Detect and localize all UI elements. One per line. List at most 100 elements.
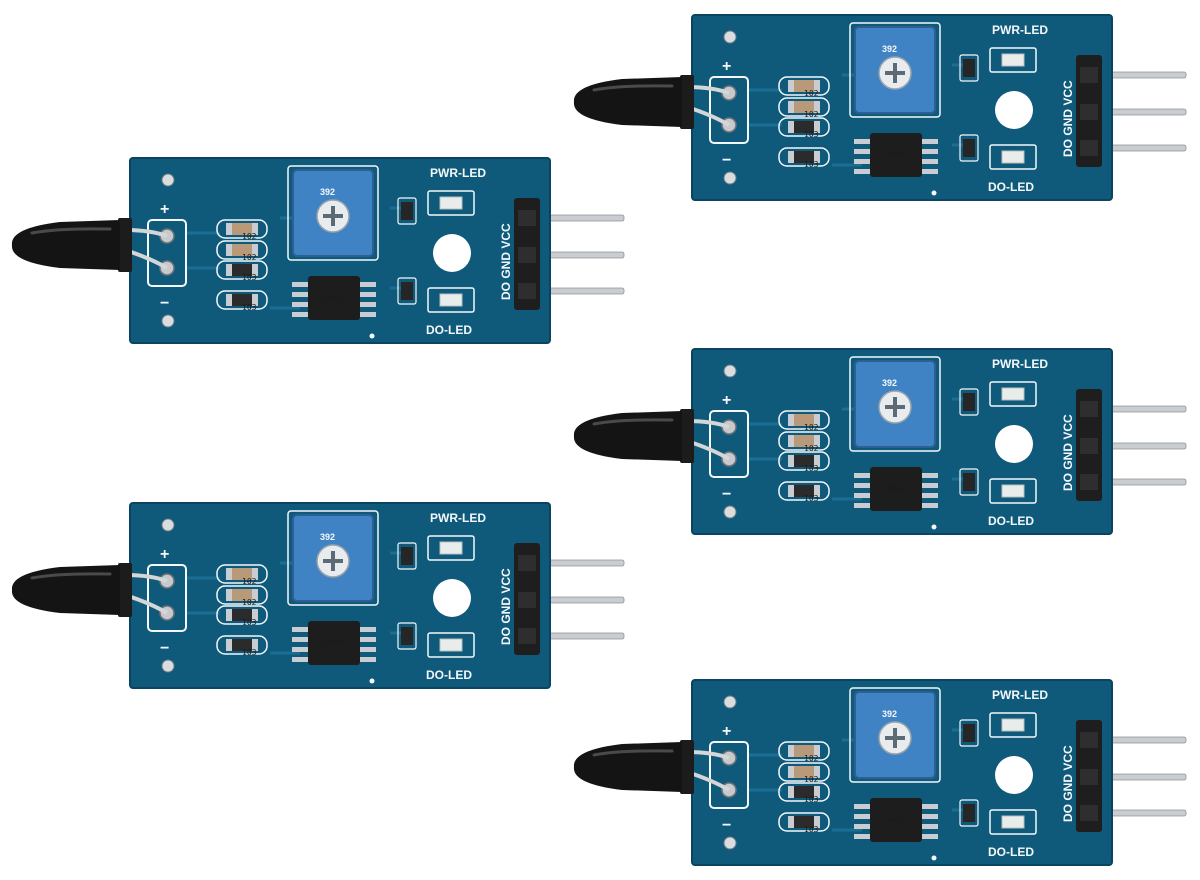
comparator-chip-icon bbox=[308, 621, 360, 665]
chip-pin bbox=[854, 159, 870, 164]
smd-terminal bbox=[788, 101, 794, 113]
chip-pin bbox=[922, 473, 938, 478]
plus-label: + bbox=[160, 546, 169, 563]
smd-terminal bbox=[226, 244, 232, 256]
smd-terminal bbox=[252, 223, 258, 235]
led-outline bbox=[427, 535, 475, 561]
component-outline bbox=[778, 147, 830, 167]
resistor-label: 102 bbox=[804, 775, 819, 784]
smd-terminal bbox=[788, 80, 794, 92]
component-outline bbox=[778, 812, 830, 832]
smd-terminal bbox=[252, 244, 258, 256]
smd-component bbox=[226, 264, 258, 276]
sensor-collar bbox=[680, 75, 694, 129]
mounting-hole bbox=[723, 171, 737, 185]
smd-terminal bbox=[252, 589, 258, 601]
led-outline bbox=[989, 478, 1037, 504]
smd-terminal bbox=[814, 485, 820, 497]
component-outline bbox=[216, 585, 268, 605]
potentiometer-slot bbox=[323, 551, 343, 571]
silkscreen-dot bbox=[931, 855, 937, 861]
led-outline bbox=[989, 47, 1037, 73]
smd-terminal bbox=[788, 485, 794, 497]
flame-sensor-module: PWR-LED DO-LED DO GND VCC + − 102 102 10… bbox=[10, 157, 650, 358]
smd-terminal bbox=[252, 294, 258, 306]
pwr-led-label: PWR-LED bbox=[992, 688, 1048, 702]
potentiometer-code: 392 bbox=[882, 378, 897, 388]
led-icon bbox=[1001, 718, 1025, 732]
chip-pin bbox=[360, 627, 376, 632]
chip-pin bbox=[292, 657, 308, 662]
pin-labels: DO GND VCC bbox=[1061, 745, 1075, 822]
chip-pin bbox=[360, 302, 376, 307]
led-icon bbox=[439, 196, 463, 210]
smd-component bbox=[401, 627, 413, 645]
mounting-hole bbox=[723, 695, 737, 709]
resistor-label: 103 bbox=[242, 273, 257, 282]
board-artwork bbox=[11, 502, 625, 689]
smd-component bbox=[226, 223, 258, 235]
sensor-collar bbox=[680, 409, 694, 463]
smd-terminal bbox=[788, 745, 794, 757]
mounting-hole-large bbox=[995, 425, 1033, 463]
mounting-hole-large bbox=[995, 756, 1033, 794]
component-outline bbox=[778, 481, 830, 501]
component-outline bbox=[216, 219, 268, 239]
smd-component bbox=[226, 609, 258, 621]
sensor-collar bbox=[118, 218, 132, 272]
smd-terminal bbox=[226, 589, 232, 601]
smd-component bbox=[226, 589, 258, 601]
smd-component bbox=[963, 59, 975, 77]
chip-pin bbox=[922, 493, 938, 498]
comparator-chip-code: LM393 bbox=[884, 151, 905, 159]
flame-sensor-module: PWR-LED DO-LED DO GND VCC + − 102 102 10… bbox=[572, 348, 1200, 549]
sensor-pad-outline bbox=[147, 564, 187, 632]
minus-label: − bbox=[722, 152, 731, 169]
smd-component bbox=[401, 547, 413, 565]
component-outline bbox=[216, 240, 268, 260]
smd-terminal bbox=[788, 435, 794, 447]
potentiometer-code: 392 bbox=[320, 532, 335, 542]
potentiometer-outline bbox=[287, 165, 379, 261]
smd-component bbox=[226, 294, 258, 306]
comparator-chip-code: LM393 bbox=[884, 816, 905, 824]
chip-pin bbox=[292, 292, 308, 297]
led-icon bbox=[1001, 53, 1025, 67]
mounting-hole bbox=[161, 518, 175, 532]
sensor-pad-outline bbox=[709, 741, 749, 809]
smd-component bbox=[788, 786, 820, 798]
smd-component bbox=[788, 766, 820, 778]
smd-terminal bbox=[814, 455, 820, 467]
mounting-hole-large bbox=[995, 91, 1033, 129]
module-board-graphic: PWR-LED DO-LED DO GND VCC + − 102 102 10… bbox=[573, 679, 1187, 866]
smd-component bbox=[226, 244, 258, 256]
mounting-hole bbox=[161, 314, 175, 328]
smd-terminal bbox=[814, 745, 820, 757]
potentiometer-slot bbox=[885, 63, 905, 83]
led-outline bbox=[427, 190, 475, 216]
potentiometer-outline bbox=[849, 687, 941, 783]
potentiometer-code: 392 bbox=[882, 44, 897, 54]
sensor-collar bbox=[680, 740, 694, 794]
minus-label: − bbox=[722, 486, 731, 503]
smd-component bbox=[963, 473, 975, 491]
sensor-pad-outline bbox=[147, 219, 187, 287]
mounting-hole bbox=[161, 659, 175, 673]
led-icon bbox=[1001, 387, 1025, 401]
smd-terminal bbox=[814, 80, 820, 92]
smd-component bbox=[401, 202, 413, 220]
component-outline bbox=[959, 388, 979, 416]
smd-terminal bbox=[226, 264, 232, 276]
led-icon bbox=[439, 638, 463, 652]
sensor-highlight bbox=[592, 84, 674, 92]
board-artwork bbox=[573, 679, 1187, 866]
smd-terminal bbox=[814, 121, 820, 133]
smd-terminal bbox=[814, 435, 820, 447]
led-icon bbox=[1001, 815, 1025, 829]
smd-component bbox=[226, 568, 258, 580]
smd-terminal bbox=[814, 101, 820, 113]
smd-component bbox=[788, 455, 820, 467]
pin-labels: DO GND VCC bbox=[499, 568, 513, 645]
component-outline bbox=[397, 277, 417, 305]
chip-pin bbox=[292, 302, 308, 307]
